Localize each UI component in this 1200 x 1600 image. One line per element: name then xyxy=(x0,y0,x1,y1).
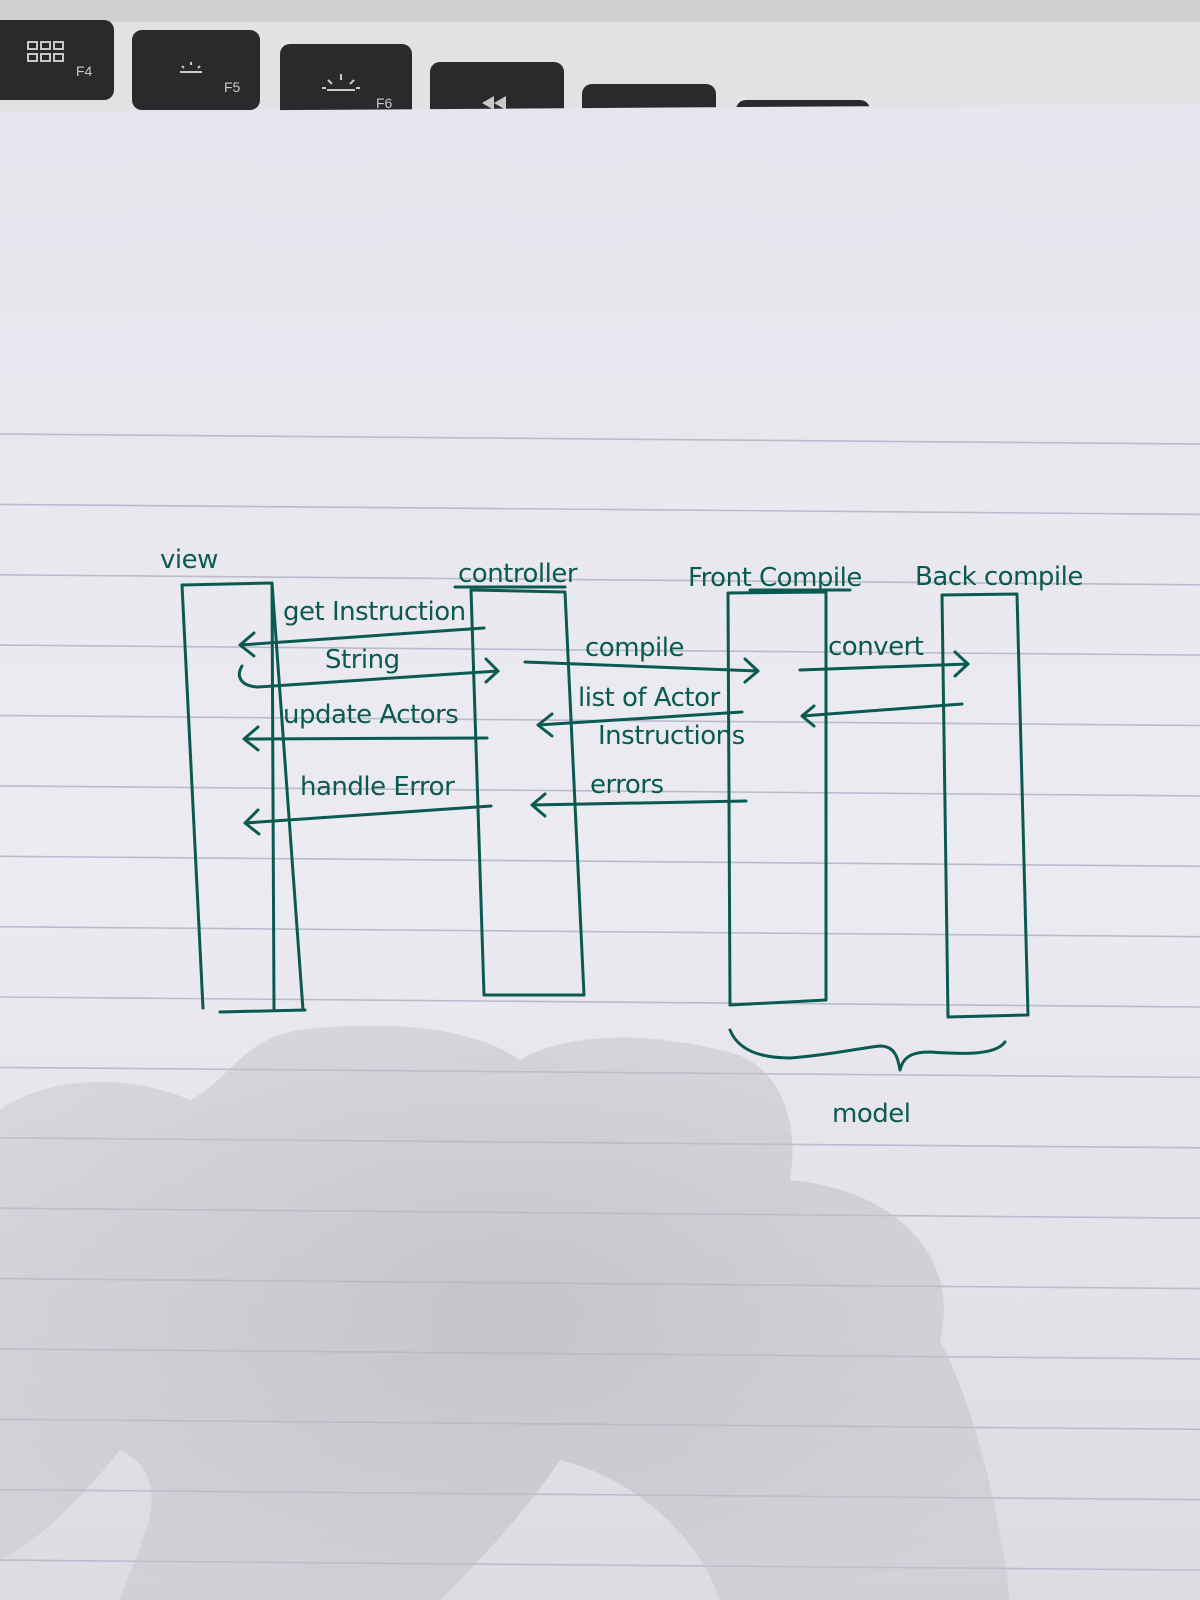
keyboard-backlight-down-icon xyxy=(180,62,202,73)
ruled-line xyxy=(0,503,1200,516)
view-label: view xyxy=(160,545,218,575)
mission-control-icon xyxy=(27,41,64,62)
errors-label: errors xyxy=(590,770,664,800)
get-instruction-label: get Instruction xyxy=(283,597,466,627)
update-actors-arrow xyxy=(242,725,489,752)
handle-error-label: handle Error xyxy=(300,772,455,802)
key-f6[interactable] xyxy=(280,44,412,124)
key-label-f4: F4 xyxy=(76,63,93,79)
ruled-line xyxy=(0,644,1200,656)
compile-arrow xyxy=(523,657,760,684)
errors-arrow xyxy=(530,792,748,818)
list-of-actor-label: list of Actor xyxy=(578,683,721,713)
front-compile-label: Front Compile xyxy=(688,563,862,593)
update-actors-label: update Actors xyxy=(283,700,458,730)
key-label-f6: F6 xyxy=(376,95,393,111)
ruled-line xyxy=(0,785,1200,797)
ruled-line xyxy=(0,433,1200,445)
photographer-shadow xyxy=(0,1025,1010,1600)
ruled-line xyxy=(0,996,1200,1008)
key-label-f5: F5 xyxy=(224,79,241,95)
back-compile-label: Back compile xyxy=(915,562,1083,592)
get-instruction-arrow xyxy=(238,626,486,658)
controller-label: controller xyxy=(458,559,578,589)
notebook-paper xyxy=(0,104,1200,1600)
rewind-icon xyxy=(482,96,506,110)
controller-lifeline-box xyxy=(469,588,586,997)
view-lifeline-box xyxy=(180,581,307,1014)
keyboard-backlight-up-icon xyxy=(322,74,360,91)
actor-instructions-arrow xyxy=(536,710,744,738)
ruled-line xyxy=(0,574,1200,586)
string-arrow xyxy=(237,657,500,689)
handle-error-arrow xyxy=(243,804,493,836)
model-brace xyxy=(728,1028,1007,1072)
front-compile-lifeline-box xyxy=(726,590,828,1007)
key-f5[interactable] xyxy=(132,30,260,110)
convert-arrow xyxy=(798,650,970,678)
back-compile-lifeline-box xyxy=(940,592,1030,1019)
convert-label: convert xyxy=(828,632,924,662)
instructions-label: Instructions xyxy=(598,721,745,751)
convert-return-arrow xyxy=(800,702,964,728)
string-label: String xyxy=(325,645,400,675)
sequence-diagram: view controller Front Compile Back compi… xyxy=(160,545,1083,1129)
ruled-line xyxy=(0,855,1200,868)
compile-label: compile xyxy=(585,633,684,663)
model-label: model xyxy=(832,1099,910,1129)
